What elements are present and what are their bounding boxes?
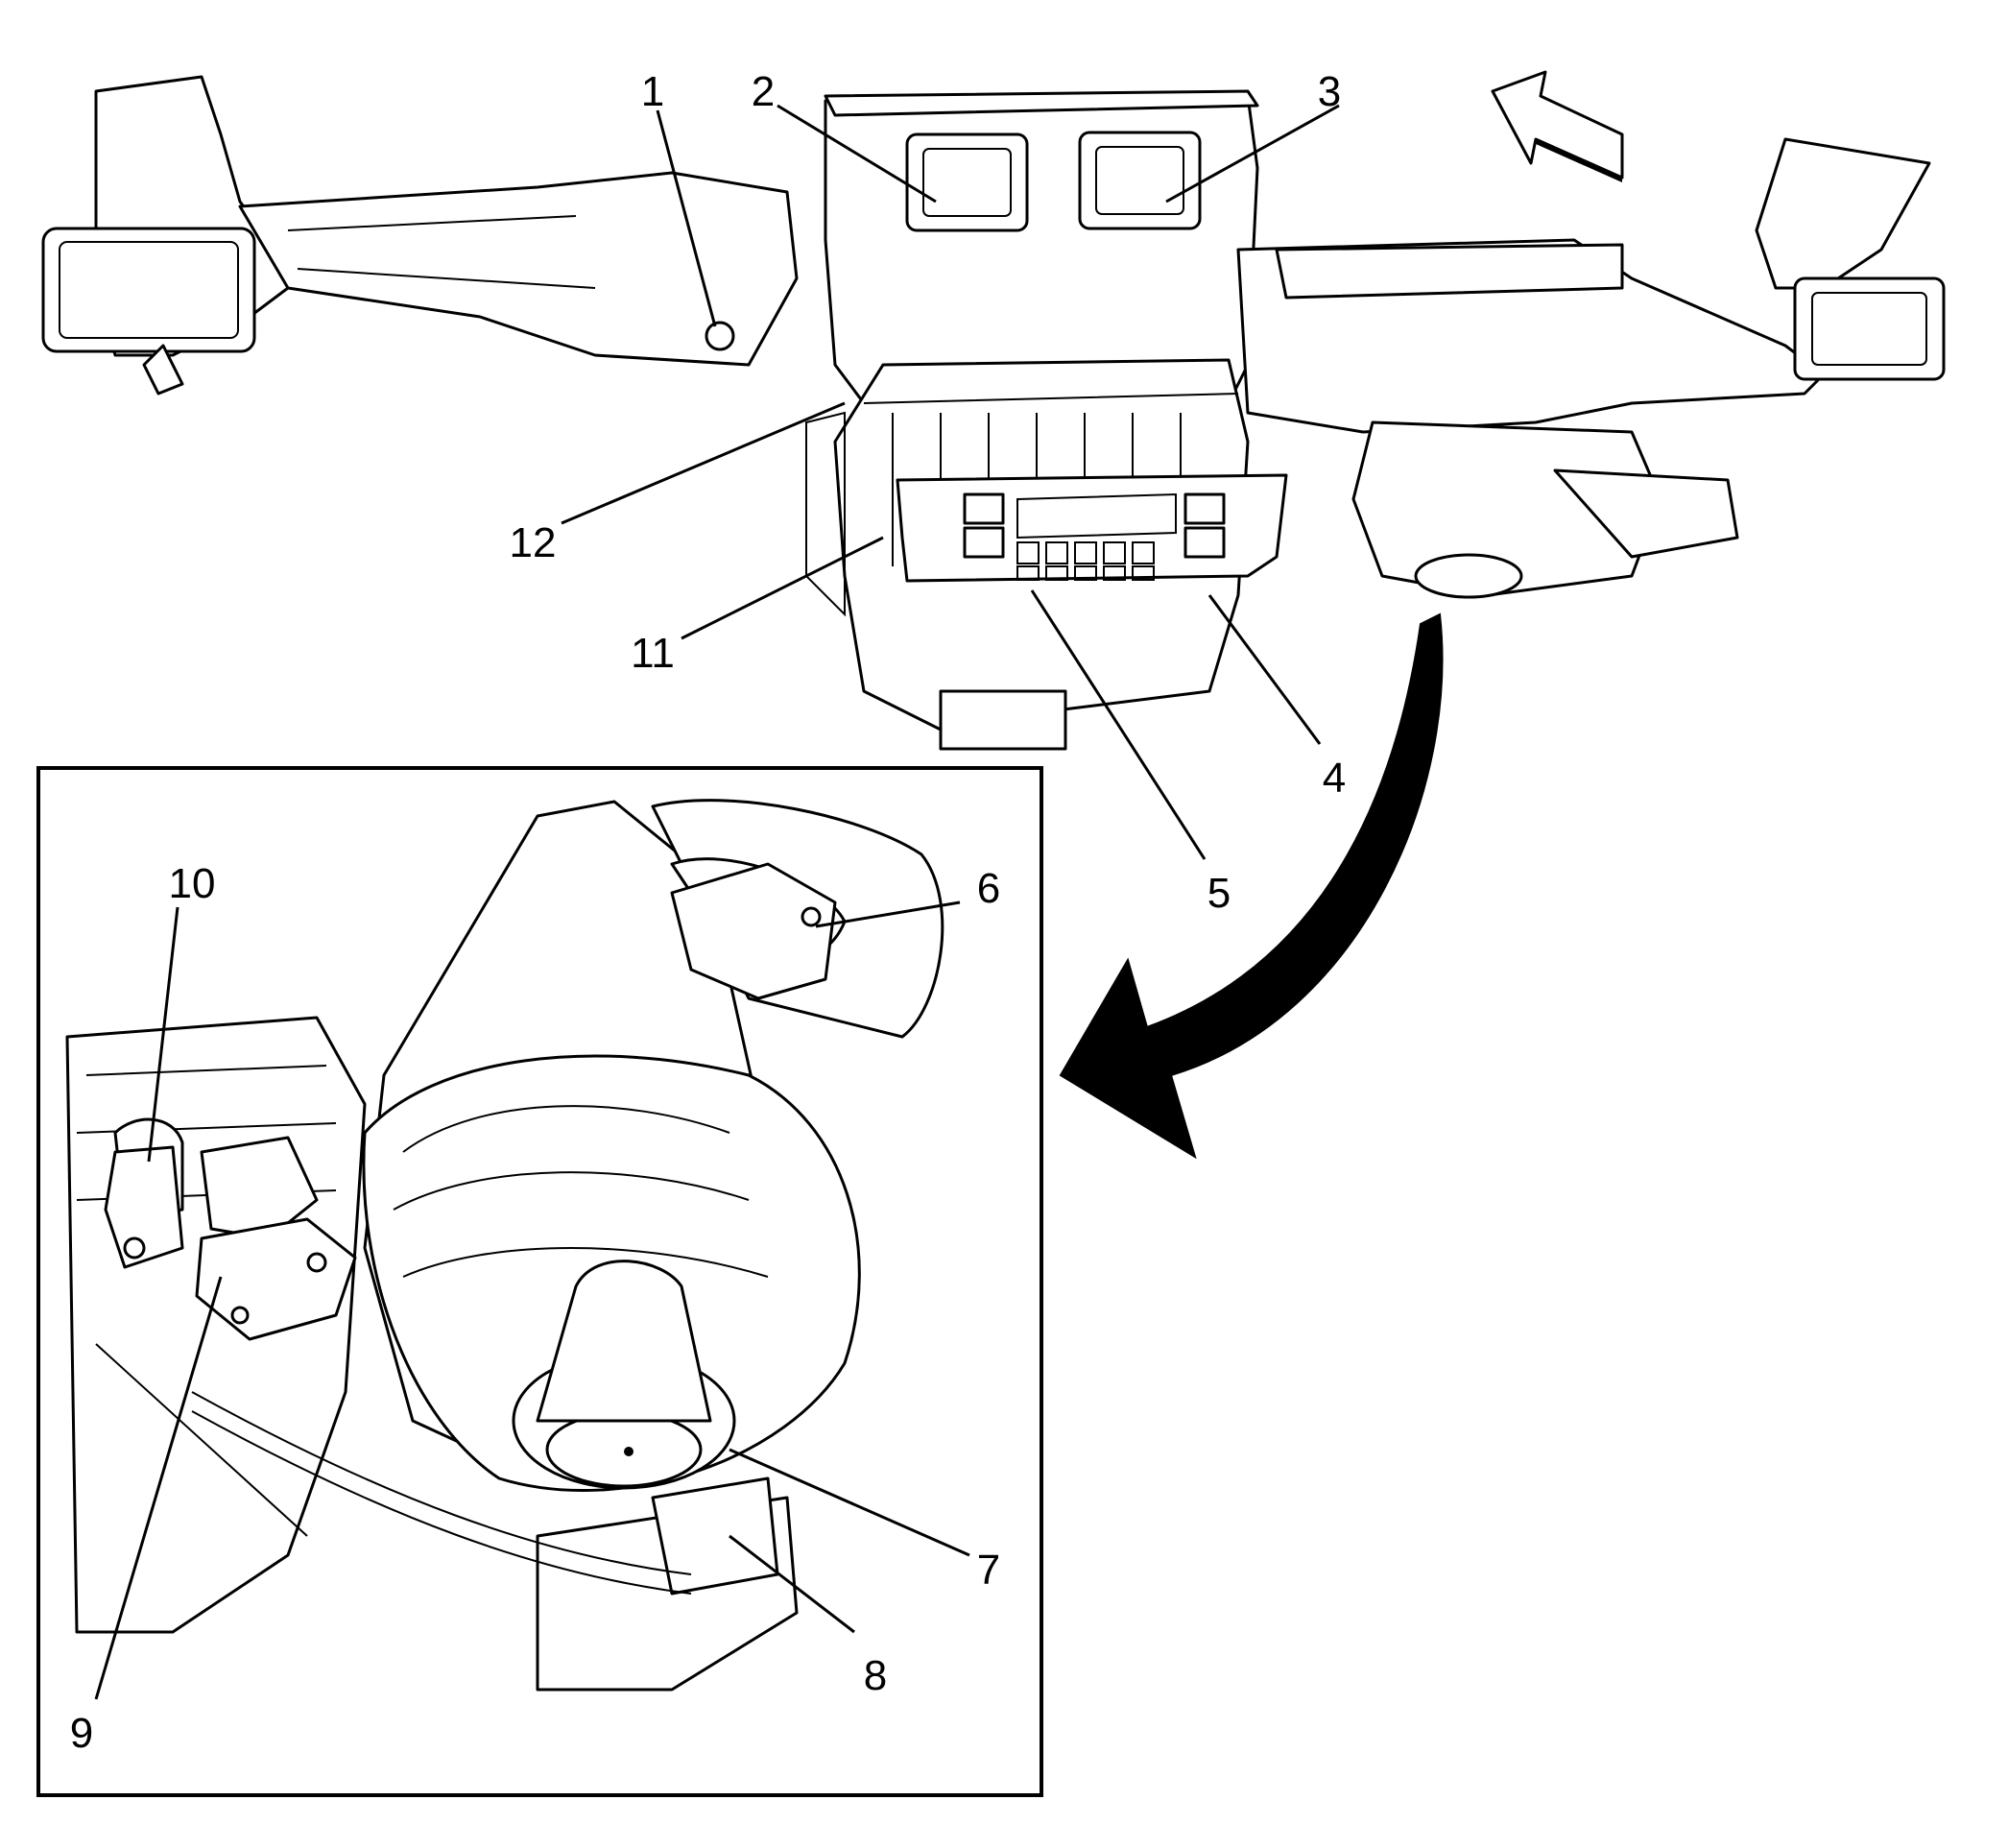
callout-2: 2 [752,68,775,115]
actuator-10 [104,1145,184,1269]
module-body [805,89,1259,751]
callout-7: 7 [977,1547,1000,1594]
control-panel [896,473,1288,583]
callout-9: 9 [70,1710,93,1757]
blower-assembly [362,799,944,1692]
callout-1: 1 [641,68,664,115]
leader-lines [94,104,1340,1700]
actuator-6 [670,862,837,1000]
callout-12: 12 [510,519,557,566]
orientation-arrow [1491,70,1624,182]
callout-10: 10 [169,860,216,907]
hvac-module-upper-view [41,70,1946,751]
actuator-9 [195,1217,357,1341]
left-duct [41,75,799,396]
callout-3: 3 [1318,68,1341,115]
callout-4: 4 [1323,755,1346,802]
detail-arrow [1059,612,1444,1160]
callout-11: 11 [631,630,675,677]
callout-5: 5 [1207,870,1231,917]
callout-6: 6 [977,865,1000,912]
detail-inset [36,766,1043,1797]
control-button-row [1016,541,1155,581]
callout-labels: 1 2 3 4 5 6 7 8 9 10 11 12 [70,68,1346,1757]
callout-8: 8 [864,1652,887,1699]
right-duct [1236,137,1946,599]
